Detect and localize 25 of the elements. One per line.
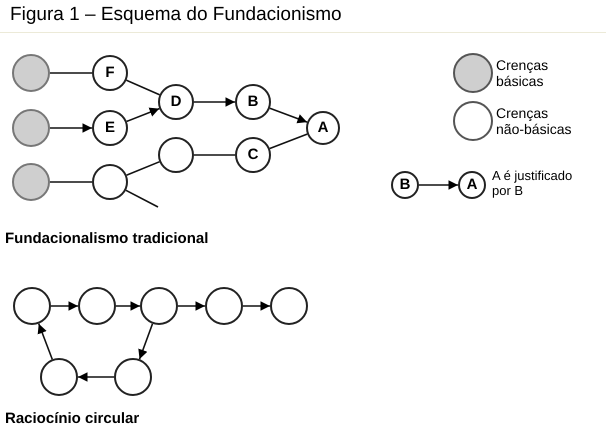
node-caption: A é justificado por B: [492, 168, 574, 198]
connector-line: [126, 161, 160, 176]
arrow: [38, 323, 53, 360]
arrow: [50, 123, 92, 133]
section-label: Raciocínio circular: [5, 409, 140, 429]
section-label: Fundacionalismo tradicional: [5, 229, 208, 249]
legend-label: Crenças básicas: [496, 57, 550, 89]
connector-line: [50, 181, 92, 183]
arrow: [138, 324, 154, 360]
arrow: [126, 108, 160, 122]
arrow: [419, 180, 458, 190]
arrow: [116, 301, 140, 311]
arrow: [78, 372, 114, 382]
connector-line: [126, 80, 160, 96]
arrow: [194, 97, 235, 107]
connector-line: [194, 154, 235, 156]
arrow: [51, 301, 78, 311]
legend-label: Crenças não-básicas: [496, 105, 572, 137]
arrow: [178, 301, 205, 311]
connector-line: [126, 190, 158, 208]
arrow: [243, 301, 270, 311]
figure-title: Figura 1 – Esquema do Fundacionismo: [10, 3, 342, 27]
connector-line: [270, 133, 308, 150]
connector-line: [50, 72, 92, 74]
arrow: [270, 108, 308, 124]
